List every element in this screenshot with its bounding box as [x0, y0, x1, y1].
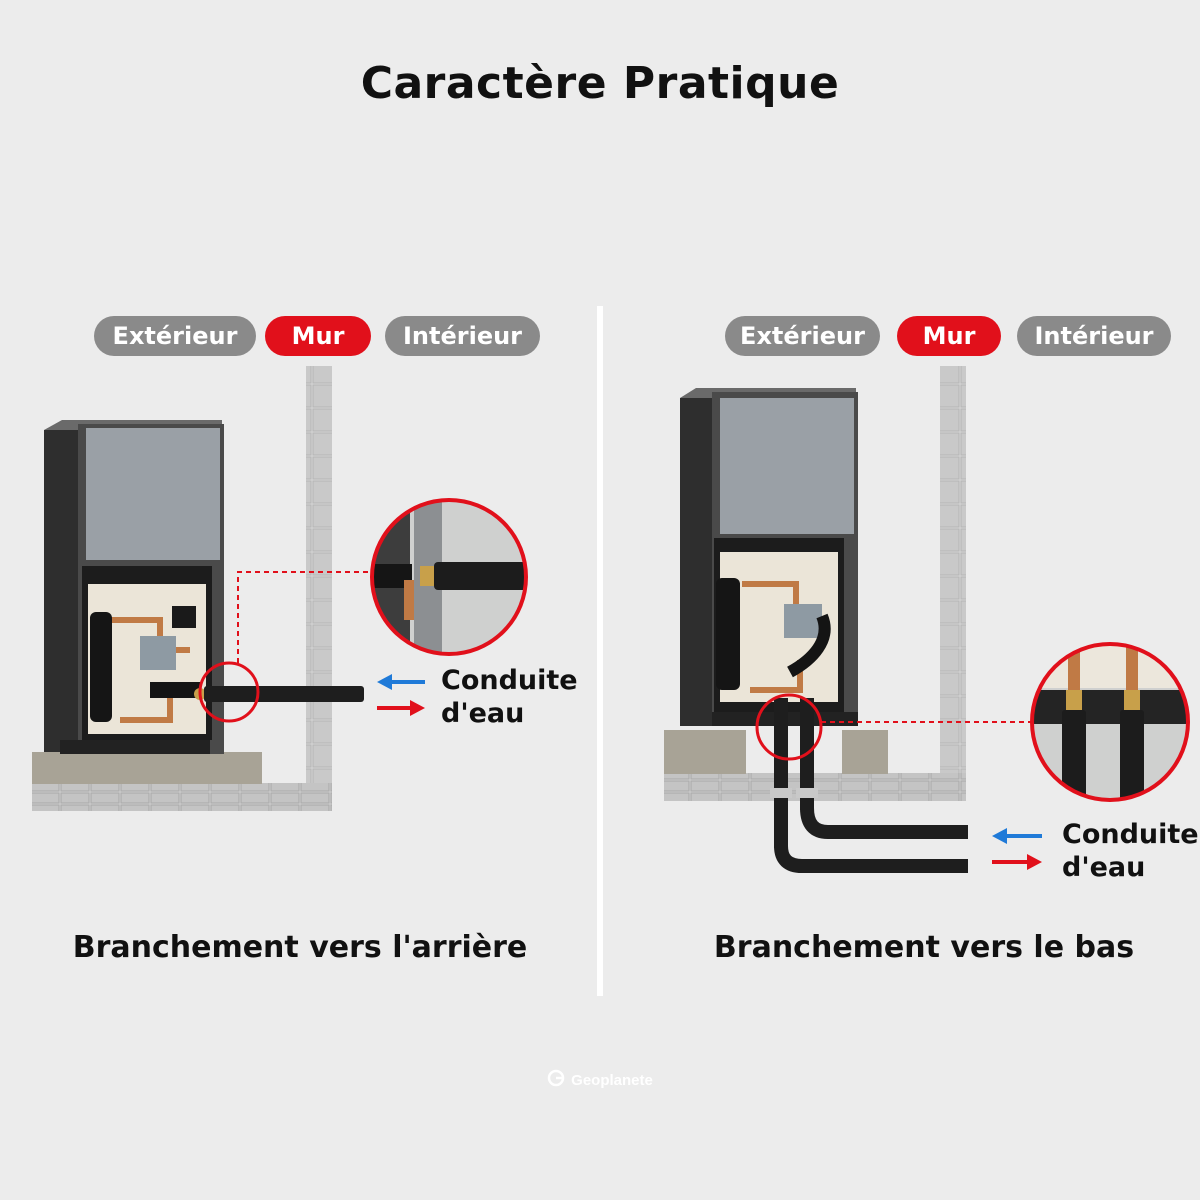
watermark-text: Geoplanete: [571, 1071, 653, 1089]
legend-arrows: [377, 674, 425, 716]
label-exterior: Extérieur: [725, 316, 880, 356]
label-exterior: Extérieur: [94, 316, 256, 356]
legend-line-2: d'eau: [1062, 852, 1146, 883]
geoplanete-logo-icon: [547, 1069, 565, 1091]
arrow-blue-supply: [992, 828, 1042, 844]
legend-line-1: Conduite: [441, 665, 578, 696]
page-title: Caractère Pratique: [360, 58, 840, 109]
legend-line-1: Conduite: [1062, 819, 1199, 850]
wall: [306, 366, 332, 806]
concrete-base: [32, 752, 262, 784]
connection-highlight: [755, 693, 823, 761]
arrow-blue-supply: [377, 674, 425, 690]
label-interior: Intérieur: [385, 316, 540, 356]
caption-bottom: Branchement vers le bas: [713, 930, 1135, 965]
water-pipe: [204, 686, 364, 702]
label-wall: Mur: [265, 316, 371, 356]
label-wall: Mur: [897, 316, 1001, 356]
arrow-red-return: [992, 854, 1042, 870]
panel-rear-connection: Extérieur Mur Intérieur: [0, 0, 600, 1000]
legend-text: Conduite d'eau: [1062, 818, 1199, 884]
legend-arrows: [992, 828, 1042, 870]
watermark: Geoplanete: [0, 1069, 1200, 1091]
connection-highlight: [198, 661, 260, 723]
bottom-connection-illustration: [664, 366, 1190, 873]
arrow-red-return: [377, 700, 425, 716]
legend-line-2: d'eau: [441, 698, 525, 729]
rear-connection-illustration: [32, 366, 528, 811]
caption-rear: Branchement vers l'arrière: [72, 930, 528, 965]
leader-line: [237, 571, 372, 663]
panel-bottom-connection: Extérieur Mur Intérieur: [600, 0, 1200, 1000]
panel-divider: [597, 306, 603, 996]
support-pillar-left: [664, 730, 746, 774]
wall: [940, 366, 966, 800]
label-interior: Intérieur: [1017, 316, 1171, 356]
ground-slab: [32, 783, 332, 811]
legend-text: Conduite d'eau: [441, 664, 578, 730]
support-pillar-right: [842, 730, 888, 774]
